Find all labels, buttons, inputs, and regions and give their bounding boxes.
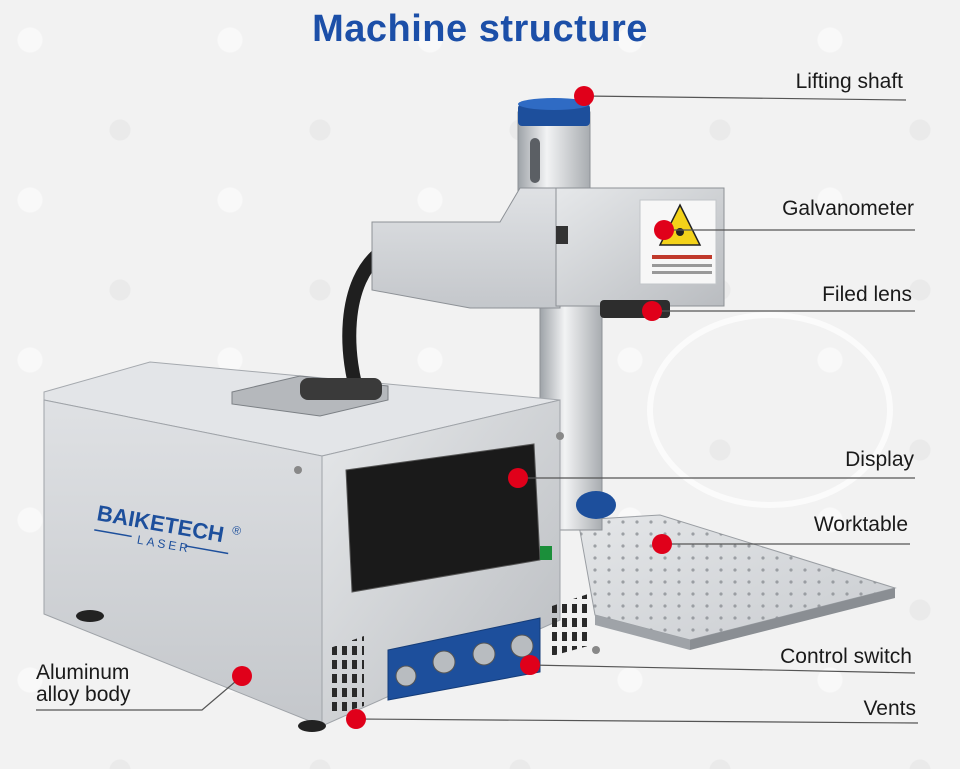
label-aluminum-alloy-body-line-1: Aluminum [36,661,130,684]
label-galvanometer: Galvanometer [782,197,914,220]
label-lifting-shaft: Lifting shaft [795,70,903,93]
aluminum-alloy-body-part [43,361,600,732]
label-vents: Vents [863,697,916,720]
leader-line-aluminum-alloy-body [36,675,243,711]
leader-line-vents [355,718,919,724]
marker-lifting-shaft [574,86,594,106]
label-aluminum-alloy-body-line-2: alloy body [36,683,131,706]
diagram-title: Machine structure [312,8,648,50]
marker-galvanometer [654,220,674,240]
callout-markers [232,86,674,729]
label-filed-lens: Filed lens [822,283,912,306]
background-ring [647,312,893,508]
marker-control-switch [520,655,540,675]
marker-filed-lens [642,301,662,321]
brand-registered: ® [231,523,242,538]
marker-aluminum-alloy-body [232,666,252,686]
marker-display [508,468,528,488]
label-worktable: Worktable [813,513,908,536]
label-aluminum-alloy-body: Aluminum alloy body [36,662,131,706]
label-control-switch: Control switch [780,645,912,668]
leader-line-lifting-shaft [583,95,907,101]
marker-worktable [652,534,672,554]
laser-head-part [371,187,725,318]
leader-lines [36,95,919,724]
marker-vents [346,709,366,729]
label-display: Display [845,448,914,471]
leader-line-control-switch [529,664,916,674]
